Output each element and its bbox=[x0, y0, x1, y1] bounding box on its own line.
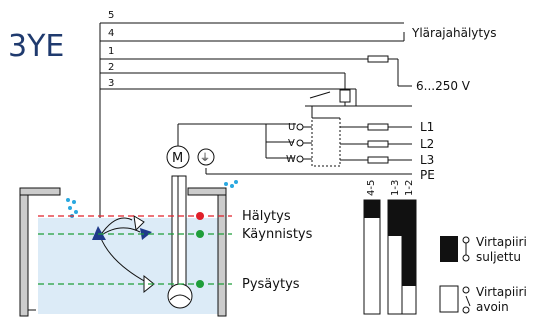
voltage-label: 6...250 V bbox=[416, 79, 471, 93]
level-labels: Hälytys Käynnistys Pysäytys bbox=[242, 209, 313, 292]
legend-open-label: Virtapiiri avoin bbox=[476, 285, 531, 314]
legend-open-swatch bbox=[439, 285, 459, 313]
tank bbox=[19, 187, 227, 317]
motor-letter: M bbox=[172, 151, 183, 166]
motor-symbol: M ⏚ bbox=[166, 145, 215, 169]
winding-w: W bbox=[286, 154, 296, 165]
float-mid bbox=[140, 228, 152, 240]
level-stop: Pysäytys bbox=[242, 277, 300, 292]
legend-closed-text: Virtapiiri bbox=[476, 235, 527, 249]
contact-bars: 4-5 1-3 1-2 bbox=[363, 180, 417, 315]
winding-v: V bbox=[288, 138, 295, 149]
diagram-title: 3YE bbox=[8, 29, 64, 64]
terminal-1: 1 bbox=[108, 46, 114, 57]
phase-labels: L1 L2 L3 PE bbox=[420, 120, 435, 182]
level-dots bbox=[196, 212, 204, 288]
motor-windings bbox=[177, 123, 312, 163]
fuse-terminal-1 bbox=[367, 55, 412, 87]
contactor bbox=[300, 72, 412, 167]
earth-icon: ⏚ bbox=[200, 152, 210, 164]
pump bbox=[167, 175, 193, 309]
terminal-5: 5 bbox=[108, 10, 114, 21]
terminal-4: 4 bbox=[108, 28, 114, 39]
contact-col-1-2: 1-2 bbox=[404, 180, 415, 196]
alarm-output-label: Ylärajahälytys bbox=[411, 26, 496, 40]
terminal-wires bbox=[99, 22, 404, 236]
phase-lines bbox=[205, 123, 412, 175]
float-start bbox=[133, 215, 145, 232]
terminal-numbers: 5 4 1 2 3 bbox=[108, 10, 114, 89]
terminal-3: 3 bbox=[108, 78, 114, 89]
phase-l3: L3 bbox=[420, 153, 434, 167]
float-alarm bbox=[92, 226, 106, 240]
legend-closed-swatch bbox=[440, 236, 458, 262]
level-alarm: Hälytys bbox=[242, 209, 291, 224]
legend-closed-text-line2: suljettu bbox=[476, 250, 521, 264]
contact-col-1-3: 1-3 bbox=[390, 180, 401, 196]
water bbox=[38, 218, 224, 314]
phase-l2: L2 bbox=[420, 137, 434, 151]
contact-col-4-5: 4-5 bbox=[366, 180, 377, 196]
winding-labels: U V W bbox=[286, 122, 296, 165]
phase-pe: PE bbox=[420, 168, 435, 182]
legend: Virtapiiri suljettu Virtapiiri avoin bbox=[439, 235, 531, 314]
terminal-2: 2 bbox=[108, 62, 114, 73]
legend-closed-label: Virtapiiri suljettu bbox=[476, 235, 531, 264]
legend-open-text: Virtapiiri bbox=[476, 285, 527, 299]
phase-l1: L1 bbox=[420, 120, 434, 134]
water-drops-icon bbox=[66, 180, 238, 218]
legend-open-text-line2: avoin bbox=[476, 300, 509, 314]
winding-u: U bbox=[288, 122, 295, 133]
level-start: Käynnistys bbox=[242, 227, 313, 242]
